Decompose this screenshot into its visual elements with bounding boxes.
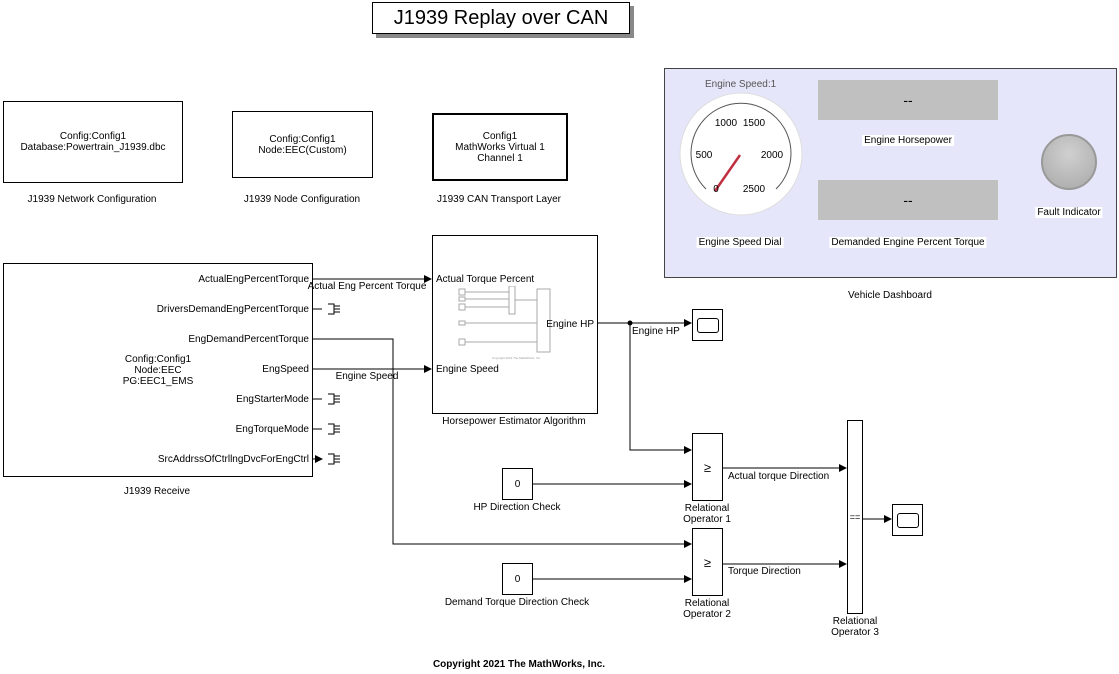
hp-estimator-block[interactable]: Copyright 2021 The MathWorks, Inc. Actua… xyxy=(432,235,598,414)
relational-operator-3[interactable]: == xyxy=(847,420,863,614)
hp-display-label: Engine Horsepower xyxy=(862,135,954,146)
port-src-address: SrcAddrssOfCtrllngDvcForEngCtrl xyxy=(157,454,309,465)
gauge-label: Engine Speed Dial xyxy=(696,237,784,248)
relational-operator-2[interactable]: ≥ xyxy=(692,528,723,596)
torque-display-label: Demanded Engine Percent Torque xyxy=(829,237,987,248)
gauge-title: Engine Speed:1 xyxy=(705,79,777,90)
wire-hp-branch xyxy=(629,323,692,454)
vehicle-dashboard[interactable]: Engine Speed:1 0 500 1000 1500 2000 2500… xyxy=(664,68,1117,278)
estimator-in1: Actual Torque Percent xyxy=(436,274,535,285)
signal-speed-label: Engine Speed xyxy=(335,371,399,382)
terminator-icons xyxy=(328,303,340,465)
torque-display: -- xyxy=(818,180,998,220)
relop2-label: Relational Operator 2 xyxy=(683,598,731,620)
signal-actual-dir-label: Actual torque Direction xyxy=(728,471,830,482)
engine-speed-gauge[interactable]: 0 500 1000 1500 2000 2500 xyxy=(678,91,804,217)
copyright: Copyright 2021 The MathWorks, Inc. xyxy=(432,659,606,670)
tick-1000: 1000 xyxy=(715,118,738,129)
estimator-in2: Engine Speed xyxy=(436,364,499,375)
hp-display: -- xyxy=(818,80,998,120)
relop1-label: Relational Operator 1 xyxy=(683,503,731,525)
subsystem-thumbnail: Copyright 2021 The MathWorks, Inc. xyxy=(458,286,551,360)
tick-2500: 2500 xyxy=(743,184,766,195)
node-config-label: J1939 Node Configuration xyxy=(243,194,361,205)
port-eng-speed: EngSpeed xyxy=(262,364,309,375)
network-config-label: J1939 Network Configuration xyxy=(27,194,157,205)
scope-icon xyxy=(896,512,919,528)
fault-indicator-label: Fault Indicator xyxy=(1035,207,1103,218)
wire-demand xyxy=(312,338,692,548)
signal-torque-label: Actual Eng Percent Torque xyxy=(307,281,427,292)
estimator-label: Horsepower Estimator Algorithm xyxy=(442,416,586,427)
port-drivers-demand: DriversDemandEngPercentTorque xyxy=(156,304,309,315)
const2-label: Demand Torque Direction Check xyxy=(444,597,590,608)
signal-torque-dir-label: Torque Direction xyxy=(728,566,801,577)
tick-2000: 2000 xyxy=(761,150,784,161)
transport-block[interactable]: Config1 MathWorks Virtual 1 Channel 1 xyxy=(432,113,568,181)
fault-indicator-lamp[interactable] xyxy=(1041,134,1097,190)
gauge-needle xyxy=(713,154,742,192)
receive-label: J1939 Receive xyxy=(123,486,191,497)
svg-text:Copyright 2021 The MathWorks,: Copyright 2021 The MathWorks, Inc. xyxy=(492,356,541,360)
port-actual-torque: ActualEngPercentTorque xyxy=(198,274,309,285)
port-eng-demand: EngDemandPercentTorque xyxy=(188,334,309,345)
port-torque-mode: EngTorqueMode xyxy=(235,424,309,435)
receive-config-text: Config:Config1 Node:EEC PG:EEC1_EMS xyxy=(122,354,194,387)
port-starter-mode: EngStarterMode xyxy=(236,394,309,405)
scope-icon xyxy=(696,317,719,333)
relational-operator-1[interactable]: ≥ xyxy=(692,433,723,501)
signal-hp-label: Engine HP xyxy=(632,326,680,337)
const-demand-direction[interactable]: 0 xyxy=(502,563,533,595)
tick-0: 0 xyxy=(713,184,719,195)
const-hp-direction[interactable]: 0 xyxy=(502,468,533,500)
relop3-label: Relational Operator 3 xyxy=(831,616,879,638)
network-config-block[interactable]: Config:Config1 Database:Powertrain_J1939… xyxy=(3,101,183,183)
model-title: J1939 Replay over CAN xyxy=(372,2,630,34)
scope-hp[interactable] xyxy=(692,309,723,341)
tick-1500: 1500 xyxy=(743,118,766,129)
scope-direction[interactable] xyxy=(892,504,923,536)
j1939-receive-block[interactable]: Config:Config1 Node:EEC PG:EEC1_EMS xyxy=(3,263,313,477)
tick-500: 500 xyxy=(696,150,713,161)
estimator-out: Engine HP xyxy=(546,319,594,330)
dashboard-label: Vehicle Dashboard xyxy=(848,290,932,301)
branch-point xyxy=(627,320,633,326)
node-config-block[interactable]: Config:Config1 Node:EEC(Custom) xyxy=(232,111,373,178)
const1-label: HP Direction Check xyxy=(473,502,561,513)
transport-label: J1939 CAN Transport Layer xyxy=(437,194,561,205)
